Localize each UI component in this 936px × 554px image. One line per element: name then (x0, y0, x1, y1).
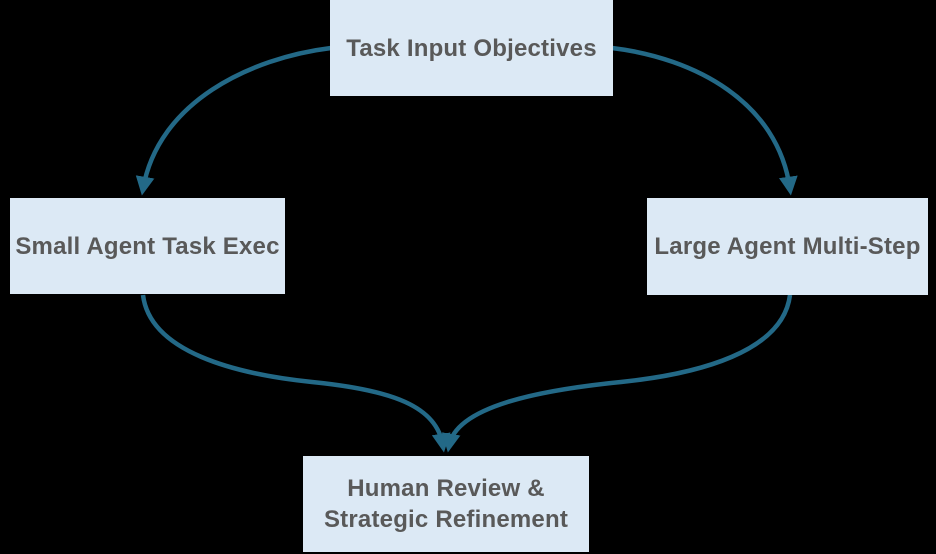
edge-top-to-left-arrow (135, 45, 332, 196)
node-small-agent-task-exec: Small Agent Task Exec (10, 198, 285, 294)
node-label: Task Input Objectives (346, 34, 597, 62)
edge-right-to-bottom-arrow (441, 294, 793, 453)
node-human-review-strategic-refinement: Human Review & Strategic Refinement (303, 456, 589, 552)
edge-left-to-bottom-arrow (140, 294, 451, 453)
node-task-input-objectives: Task Input Objectives (330, 0, 613, 96)
edge-top-to-right-arrow (611, 45, 798, 196)
node-label: Large Agent Multi-Step (654, 233, 921, 260)
node-label: Human Review & Strategic Refinement (324, 473, 568, 535)
node-large-agent-multi-step: Large Agent Multi-Step (647, 198, 928, 295)
node-label-line2: Strategic Refinement (323, 506, 569, 533)
node-label-line1: Human Review & (347, 475, 545, 502)
node-label: Small Agent Task Exec (15, 232, 280, 260)
